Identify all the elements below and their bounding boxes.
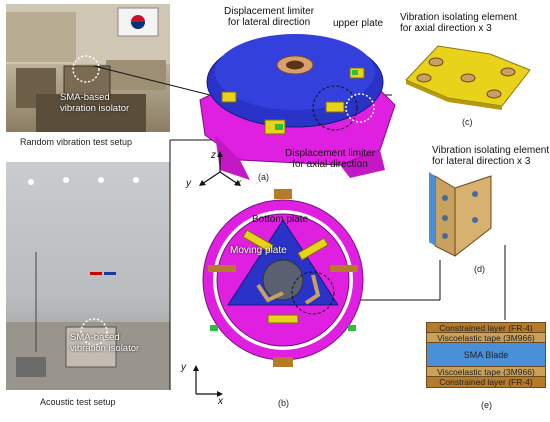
caption-e: (e) bbox=[481, 400, 492, 410]
axial-isolating-element bbox=[405, 45, 531, 110]
layer-viscoelastic-bottom: Viscoelastic tape (3M966) bbox=[427, 367, 545, 377]
limiter-lateral-label: Displacement limiter for lateral directi… bbox=[224, 6, 315, 28]
random-vibration-photo bbox=[6, 4, 170, 132]
caption-d: (d) bbox=[474, 264, 485, 274]
axial-element-highlight bbox=[312, 85, 358, 131]
bottom-plate-label: Bottom plate bbox=[252, 214, 309, 225]
layer-constrained-top: Constrained layer (FR-4) bbox=[427, 323, 545, 333]
layer-stack-e: Constrained layer (FR-4) Viscoelastic ta… bbox=[426, 322, 546, 388]
axis-b-y: y bbox=[181, 362, 186, 373]
axis-a-y: y bbox=[186, 178, 191, 189]
caption-b: (b) bbox=[278, 398, 289, 408]
acoustic-test-photo bbox=[6, 162, 170, 390]
axes-b bbox=[193, 365, 223, 397]
highlight-circle-bottom bbox=[80, 318, 108, 346]
panel-d-title: Vibration isolating element for lateral … bbox=[432, 145, 550, 167]
random-vibration-caption: Random vibration test setup bbox=[20, 137, 133, 147]
caption-a: (a) bbox=[258, 172, 269, 182]
isolator-assembly-a bbox=[199, 34, 396, 180]
layer-sma-blade: SMA Blade bbox=[427, 343, 545, 367]
layer-constrained-bottom: Constrained layer (FR-4) bbox=[427, 377, 545, 387]
limiter-axial-label: Displacement limiter for axial direction bbox=[285, 148, 376, 170]
axes-a bbox=[199, 151, 241, 186]
axis-a-z: z bbox=[211, 150, 216, 161]
upper-plate-label: upper plate bbox=[333, 18, 384, 29]
sma-isolator-label-top: SMA-based vibration isolator bbox=[60, 92, 130, 114]
layer-viscoelastic-top: Viscoelastic tape (3M966) bbox=[427, 333, 545, 343]
acoustic-test-caption: Acoustic test setup bbox=[40, 397, 116, 407]
caption-c: (c) bbox=[462, 117, 473, 127]
axis-b-x: x bbox=[218, 396, 223, 407]
axis-a-x: x bbox=[236, 178, 241, 189]
sma-isolator-label-bottom: SMA-based vibration isolator bbox=[70, 332, 140, 354]
lateral-isolating-element bbox=[429, 172, 492, 258]
highlight-circle-top bbox=[72, 55, 100, 83]
random-vibration-scene bbox=[6, 4, 170, 132]
lateral-element-highlight bbox=[291, 271, 335, 315]
isolator-bottom-view-b bbox=[202, 189, 364, 367]
acoustic-scene bbox=[6, 177, 170, 390]
panel-c-title: Vibration isolating element for axial di… bbox=[400, 12, 518, 34]
moving-plate-label: Moving plate bbox=[230, 245, 287, 256]
